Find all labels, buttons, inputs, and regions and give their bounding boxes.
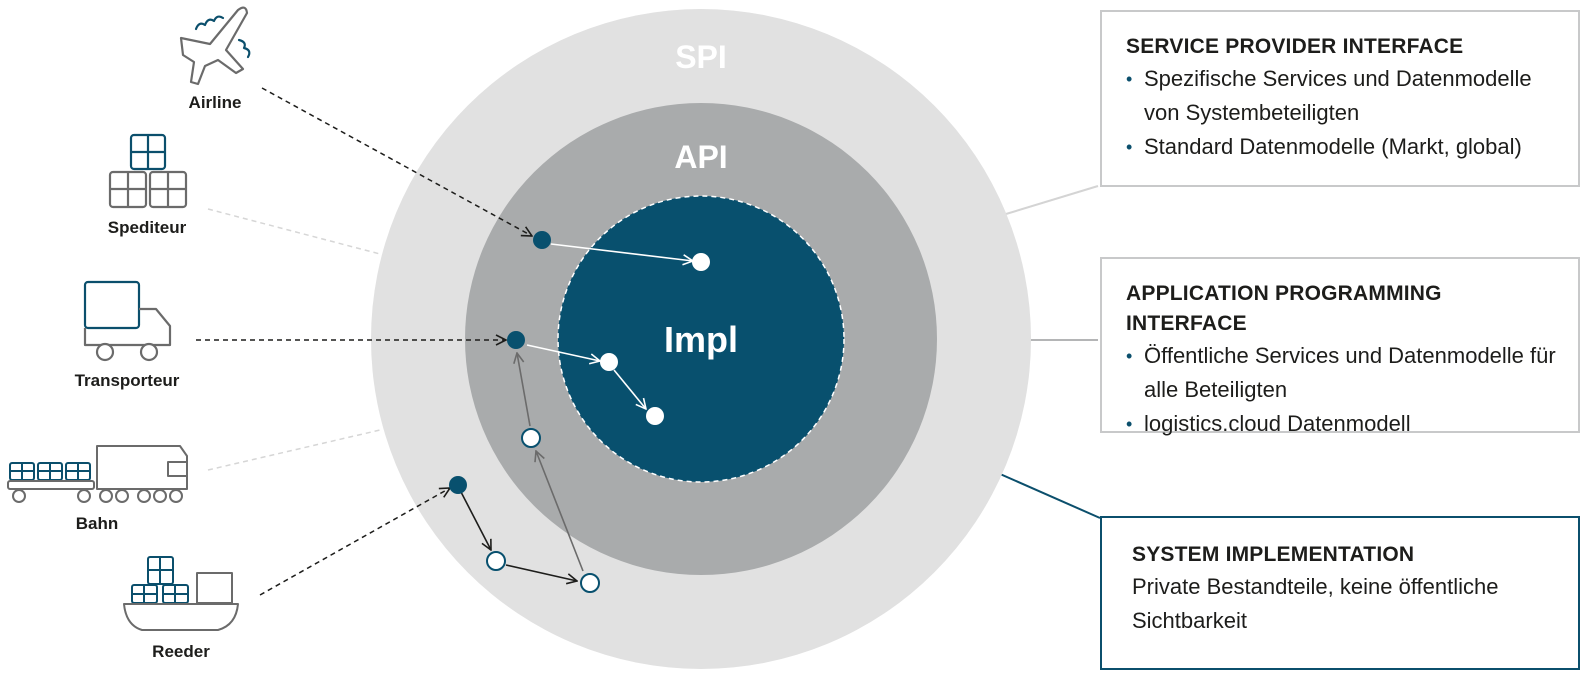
flow-node <box>507 331 525 349</box>
spi-box-title: SERVICE PROVIDER INTERFACE <box>1126 35 1464 58</box>
spi-ring-label: SPI <box>675 39 727 75</box>
spi-connector-line <box>1005 185 1099 215</box>
flow-node <box>449 476 467 494</box>
spediteur-link-line <box>207 208 381 255</box>
spi-box-list: Spezifische Services und Datenmodelle vo… <box>1126 62 1560 164</box>
flow-arrow <box>550 243 693 261</box>
actor-label-spediteur: Spediteur <box>108 218 187 237</box>
list-item: logistics.cloud Datenmodell <box>1126 407 1560 441</box>
list-item: Spezifische Services und Datenmodelle vo… <box>1126 62 1560 130</box>
impl-core-label: Impl <box>664 319 738 360</box>
flow-node <box>521 428 541 448</box>
flow-node <box>486 551 506 571</box>
list-item: Öffentliche Services und Datenmodelle fü… <box>1126 339 1560 407</box>
train-icon <box>7 445 188 503</box>
actor-label-bahn: Bahn <box>76 514 119 533</box>
boxes-icon <box>108 133 188 209</box>
flow-node <box>646 407 664 425</box>
flow-node <box>600 353 618 371</box>
flow-arrow <box>536 451 584 572</box>
flow-arrow <box>613 369 646 409</box>
actor-label-airline: Airline <box>189 93 242 112</box>
actor-label-reeder: Reeder <box>152 642 210 661</box>
api-ring-label: API <box>674 139 727 175</box>
impl-info-box: SYSTEM IMPLEMENTATION Private Bestandtei… <box>1100 516 1580 670</box>
flow-node <box>580 573 600 593</box>
flow-arrow <box>517 353 531 427</box>
flow-arrow <box>460 491 491 550</box>
airplane-icon <box>179 6 251 86</box>
airline-arrow <box>261 87 532 236</box>
impl-box-description: Private Bestandteile, keine öffentliche … <box>1132 574 1499 633</box>
api-box-title: APPLICATION PROGRAMMING INTERFACE <box>1126 282 1442 335</box>
spi-info-box: SERVICE PROVIDER INTERFACE Spezifische S… <box>1100 10 1580 187</box>
flow-node <box>533 231 551 249</box>
api-info-box: APPLICATION PROGRAMMING INTERFACE Öffent… <box>1100 257 1580 441</box>
actor-label-transporteur: Transporteur <box>75 371 180 390</box>
impl-core <box>557 195 845 483</box>
bahn-link-line <box>207 429 381 471</box>
impl-box-title: SYSTEM IMPLEMENTATION <box>1132 543 1415 566</box>
reeder-arrow <box>259 488 450 596</box>
truck-icon <box>83 280 172 362</box>
ship-icon <box>123 556 239 631</box>
list-item: Standard Datenmodelle (Markt, global) <box>1126 130 1560 164</box>
api-box-list: Öffentliche Services und Datenmodelle fü… <box>1126 339 1560 441</box>
flow-arrow <box>526 344 600 361</box>
flow-arrow <box>505 564 577 581</box>
flow-node <box>692 253 710 271</box>
